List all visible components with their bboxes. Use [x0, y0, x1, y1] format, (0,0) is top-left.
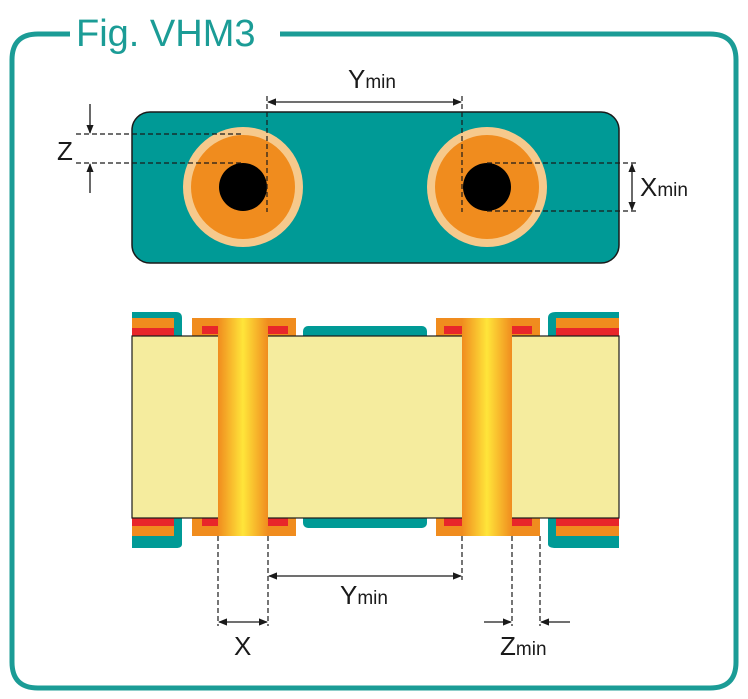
ymin-top-label: Ymin [348, 64, 396, 94]
via-hole-right [463, 163, 511, 211]
figure-title: Fig. VHM3 [76, 13, 255, 55]
via-barrel-left [218, 318, 268, 536]
zmin-label: Zmin [500, 631, 547, 661]
xmin-label: Xmin [640, 172, 688, 202]
z-label: Z [57, 136, 73, 166]
x-label: X [234, 631, 251, 661]
via-barrel-right [462, 318, 512, 536]
figure-frame [9, 31, 739, 691]
board-core [131, 335, 620, 519]
via-hole-left [219, 163, 267, 211]
ymin-bottom-label: Ymin [340, 580, 388, 610]
